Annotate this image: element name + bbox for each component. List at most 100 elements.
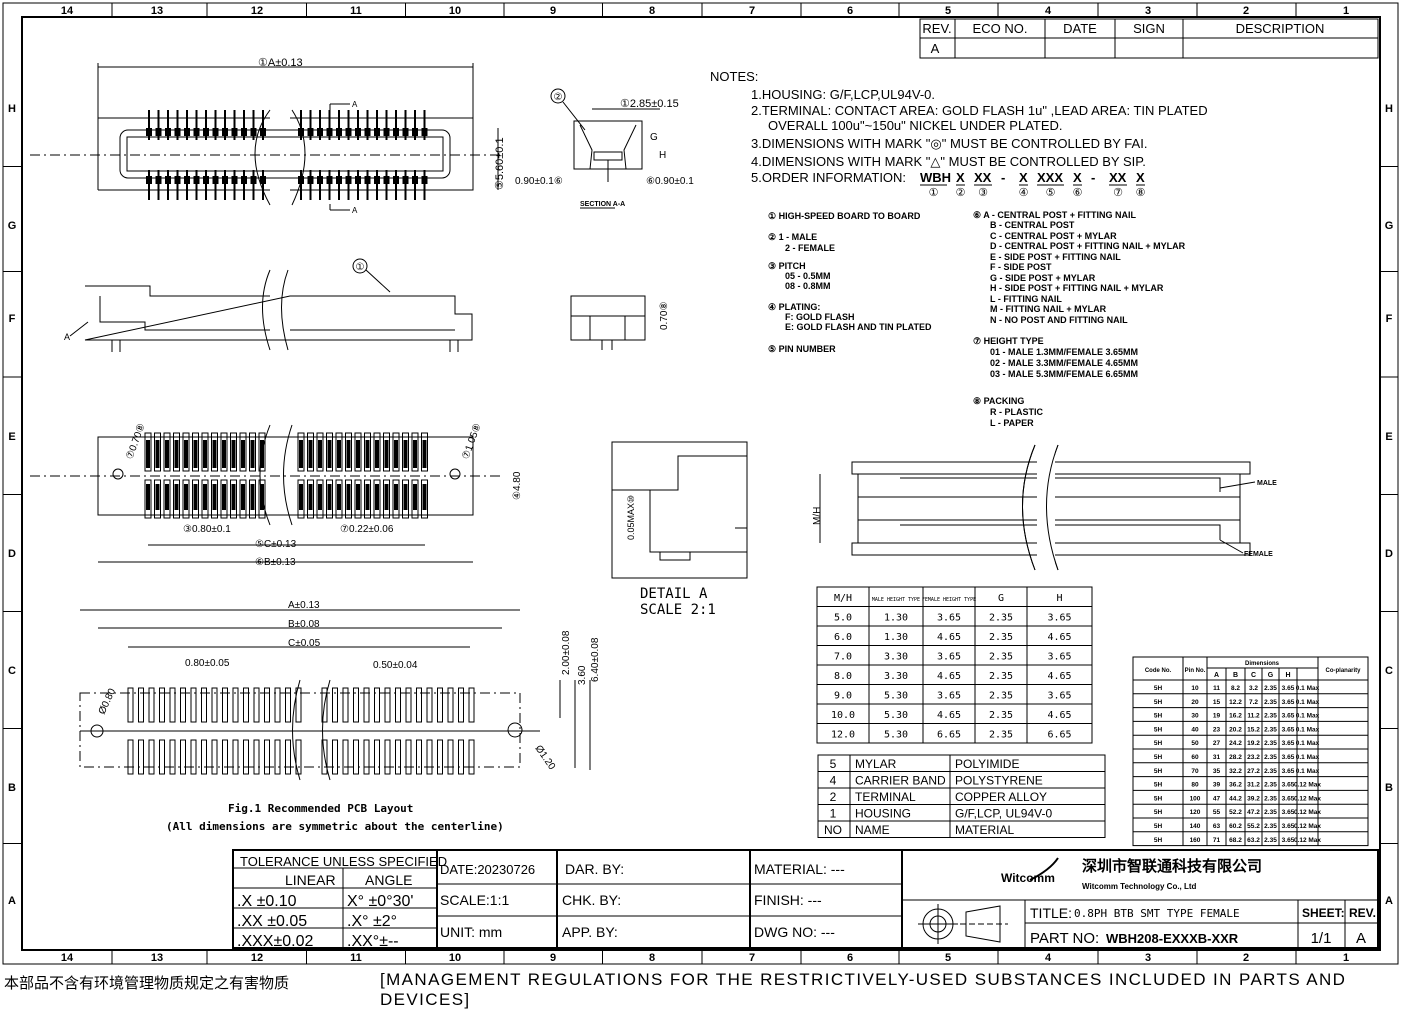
terminal-contact xyxy=(146,128,152,136)
dim-table-cell: 2.35 xyxy=(1264,809,1277,816)
dim-table-cell: 32.2 xyxy=(1229,768,1242,775)
order-code-index: ③ xyxy=(978,187,988,199)
height-table-cell: 3.65 xyxy=(937,613,961,624)
legend-left-item: F: GOLD FLASH xyxy=(785,312,855,322)
bottom-pin xyxy=(144,479,152,519)
order-code-index: ⑧ xyxy=(1136,187,1146,199)
material-table-cell: POLYIMIDE xyxy=(955,757,1019,771)
height-table-cell: 2.35 xyxy=(989,613,1013,624)
terminal-pin xyxy=(233,170,236,200)
bottom-pin-fill xyxy=(174,440,179,468)
bottom-pin xyxy=(182,479,190,519)
dim-table-cell: 30 xyxy=(1191,713,1199,720)
bottom-pin-fill xyxy=(250,484,255,510)
terminal-contact xyxy=(374,176,380,184)
height-table-cell: 10.0 xyxy=(831,710,855,721)
height-table-cell: 2.35 xyxy=(989,730,1013,741)
dim-table-cell: 24.2 xyxy=(1229,740,1242,747)
legend-left-item: ⑤ PIN NUMBER xyxy=(768,344,836,354)
dim-table-cell: 0.1 Max xyxy=(1296,754,1320,761)
legend-right-item: H - SIDE POST + FITTING NAIL + MYLAR xyxy=(990,283,1164,293)
zone-column-top: 11 xyxy=(350,5,362,17)
terminal-contact xyxy=(241,128,247,136)
dim-table-cell: 10 xyxy=(1191,685,1199,692)
material-table-cell: G/F,LCP, UL94V-0 xyxy=(955,807,1052,821)
height-table-cell: 8.0 xyxy=(834,671,852,682)
legend-right-item: R - PLASTIC xyxy=(990,407,1043,417)
legend-right-item: L - FITTING NAIL xyxy=(990,294,1062,304)
section-mark-top: A xyxy=(352,100,358,109)
dim-table-header: Co-planarity xyxy=(1325,668,1361,674)
bottom-pin-fill xyxy=(299,440,303,468)
note-2b: OVERALL 100u"~150u" NICKEL UNDER PLATED. xyxy=(768,118,1063,133)
pcb-pad xyxy=(138,687,144,723)
zone-row-left: A xyxy=(8,895,16,907)
terminal-contact xyxy=(393,128,399,136)
zone-column-bottom: 1 xyxy=(1343,952,1349,964)
dim-table-cell: 11 xyxy=(1213,685,1220,692)
dim-table-cell: 60.2 xyxy=(1229,823,1242,830)
terminal-pin xyxy=(376,110,378,140)
terminal-pin xyxy=(176,170,179,200)
dim-table-cell: 27.2 xyxy=(1247,768,1260,775)
pcb-pad xyxy=(222,739,228,775)
legend-left-item: ④ PLATING: xyxy=(768,302,820,312)
order-code-index: ⑤ xyxy=(1046,187,1056,199)
pcb-pad xyxy=(138,739,144,775)
dim-table-cell: 0.12 Max xyxy=(1294,782,1321,789)
dim-table-cell: 0.1 Max xyxy=(1296,713,1320,720)
angle-label: ANGLE xyxy=(365,872,412,888)
bottom-pin-fill xyxy=(308,484,313,510)
terminal-pin xyxy=(224,170,226,200)
dim-table-header: H xyxy=(1285,672,1290,679)
legend-left-item: 08 - 0.8MM xyxy=(785,281,831,291)
company-logo: Witcomm xyxy=(1001,857,1059,885)
pcb-hole-right: Ø1.20 xyxy=(533,743,558,772)
description-header: DESCRIPTION xyxy=(1236,21,1325,36)
terminal-contact xyxy=(184,128,190,136)
pcb-pad xyxy=(395,739,401,775)
bottom-pin xyxy=(201,479,209,519)
dim-table-cell: 5H xyxy=(1154,699,1163,706)
dim-table-header: A xyxy=(1214,672,1219,679)
order-code-segment: X xyxy=(1019,170,1028,185)
dim-table-cell: 0.12 Max xyxy=(1294,795,1321,802)
h-label: H xyxy=(659,150,666,161)
dim-table-cell: 5H xyxy=(1154,740,1163,747)
terminal-contact xyxy=(317,128,323,136)
zone-column-top: 5 xyxy=(945,5,951,17)
dim-table-cell: 3.65 xyxy=(1282,740,1295,747)
note-4: 4.DIMENSIONS WITH MARK "△" MUST BE CONTR… xyxy=(751,154,1146,169)
legend-left-item: ① HIGH-SPEED BOARD TO BOARD xyxy=(768,211,921,221)
order-code-index: ① xyxy=(929,187,939,199)
pcb-dim-c: C±0.05 xyxy=(288,638,321,649)
height-table-cell: 3.65 xyxy=(1047,652,1071,663)
terminal-pin xyxy=(328,110,331,140)
terminal-pin xyxy=(252,170,255,200)
zone-row-right: E xyxy=(1385,431,1392,443)
order-code-segment: XX xyxy=(974,170,992,185)
bottom-pin-fill xyxy=(184,440,188,468)
dim-c: ⑤C±0.13 xyxy=(255,539,297,550)
detail-label: A xyxy=(64,332,70,342)
bottom-pin-fill xyxy=(222,484,226,510)
terminal-contact xyxy=(193,176,200,184)
pcb-pad xyxy=(243,687,249,723)
linear-tol-2: .XX ±0.05 xyxy=(237,913,307,930)
female-label: FEMALE xyxy=(1244,551,1273,558)
dim-table-cell: 31 xyxy=(1213,754,1221,761)
bottom-pin-fill xyxy=(327,484,332,510)
dim-table-cell: 0.1 Max xyxy=(1296,726,1320,733)
pcb-caption-1: Fig.1 Recommended PCB Layout xyxy=(228,802,413,815)
scale: SCALE:1:1 xyxy=(440,892,509,908)
dim-table-cell: 55.2 xyxy=(1247,823,1260,830)
zone-column-bottom: 12 xyxy=(251,952,263,964)
zone-row-right: D xyxy=(1385,548,1393,560)
pcb-pad xyxy=(321,687,328,723)
pcb-pad xyxy=(285,687,291,723)
terminal-contact xyxy=(355,128,361,136)
height-table-header: FEMALE HEIGHT TYPE xyxy=(922,597,976,603)
terminal-pin xyxy=(252,110,255,140)
pcb-pad xyxy=(295,687,302,723)
